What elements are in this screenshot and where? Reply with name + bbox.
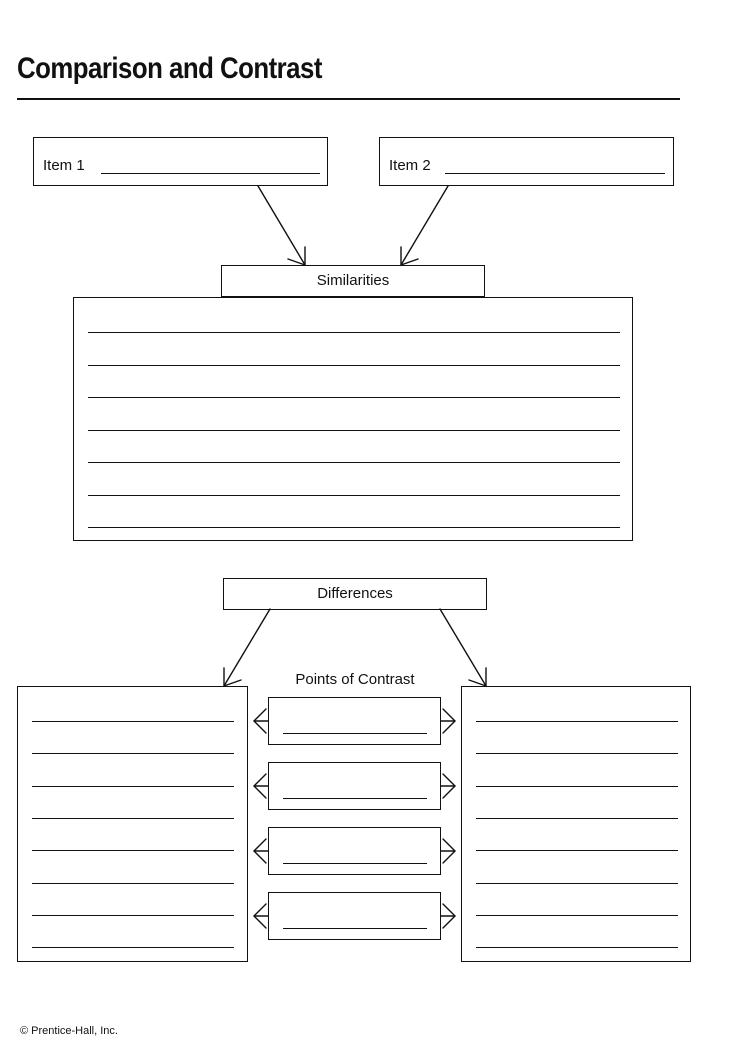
similarities-writing-line[interactable]: [88, 462, 620, 463]
item-2-differences-line[interactable]: [476, 947, 678, 949]
point-of-contrast-field[interactable]: [283, 928, 427, 929]
arrowhead-item2-to-similarities: [400, 246, 419, 266]
item-2-differences-line[interactable]: [476, 914, 678, 916]
item-2-label: Item 2: [389, 157, 431, 174]
points-of-contrast-heading: Points of Contrast: [295, 671, 415, 688]
arrow-differences-to-item2: [439, 608, 487, 687]
arrow-differences-to-item1: [223, 608, 271, 687]
item-1-differences-line[interactable]: [32, 817, 234, 819]
differences-heading: Differences: [317, 585, 393, 602]
similarities-writing-line[interactable]: [88, 364, 620, 366]
item-1-differences-line[interactable]: [32, 850, 234, 852]
point-of-contrast-box: [268, 827, 441, 875]
point-of-contrast-box: [268, 697, 441, 745]
item-2-differences-line[interactable]: [476, 817, 678, 819]
similarities-writing-line[interactable]: [88, 429, 620, 431]
arrowhead-differences-to-item1: [223, 667, 242, 687]
item-2-differences-box: [461, 686, 691, 962]
similarities-box: [73, 297, 633, 541]
item-1-differences-line[interactable]: [32, 721, 234, 722]
page-title: Comparison and Contrast: [17, 52, 322, 85]
point-of-contrast-box: [268, 762, 441, 810]
similarities-heading: Similarities: [316, 272, 390, 289]
item-2-differences-line[interactable]: [476, 721, 678, 722]
arrow-item2-to-similarities: [400, 185, 449, 266]
item-1-differences-line[interactable]: [32, 914, 234, 916]
item-1-field[interactable]: [101, 173, 320, 174]
item-1-differences-line[interactable]: [32, 785, 234, 787]
point-of-contrast-field[interactable]: [283, 798, 427, 799]
item-1-label: Item 1: [43, 157, 85, 174]
similarities-writing-line[interactable]: [88, 397, 620, 398]
similarities-writing-line[interactable]: [88, 332, 620, 333]
arrowhead-item1-to-similarities: [287, 246, 306, 266]
item-2-differences-line[interactable]: [476, 753, 678, 755]
title-rule: [17, 98, 680, 100]
similarities-heading-box: Similarities: [221, 265, 485, 297]
similarities-writing-line[interactable]: [88, 494, 620, 496]
item-2-differences-line[interactable]: [476, 785, 678, 787]
item-2-differences-line[interactable]: [476, 882, 678, 884]
item-2-box: Item 2: [379, 137, 674, 186]
item-1-differences-line[interactable]: [32, 882, 234, 884]
item-1-box: Item 1: [33, 137, 328, 186]
arrowhead-differences-to-item2: [468, 667, 487, 687]
point-of-contrast-box: [268, 892, 441, 940]
point-of-contrast-field[interactable]: [283, 863, 427, 864]
item-2-field[interactable]: [445, 173, 665, 174]
item-2-differences-line[interactable]: [476, 850, 678, 852]
item-1-differences-line[interactable]: [32, 947, 234, 949]
item-1-differences-box: [17, 686, 248, 962]
differences-heading-box: Differences: [223, 578, 487, 610]
arrow-item1-to-similarities: [257, 185, 306, 266]
item-1-differences-line[interactable]: [32, 753, 234, 755]
point-of-contrast-field[interactable]: [283, 733, 427, 734]
copyright-footer: © Prentice-Hall, Inc.: [20, 1025, 118, 1037]
similarities-writing-line[interactable]: [88, 527, 620, 528]
